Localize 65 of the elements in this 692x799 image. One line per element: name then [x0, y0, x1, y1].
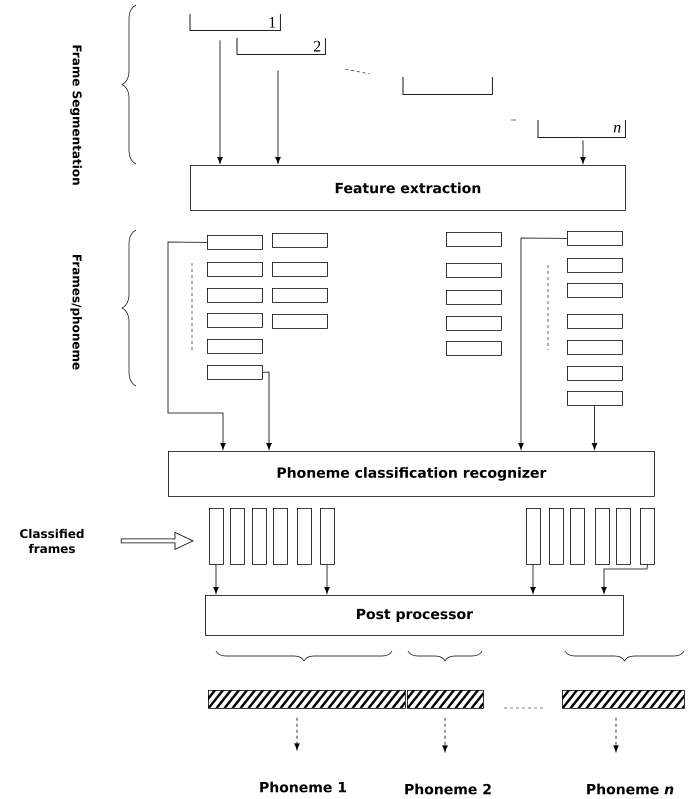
classified-frame-bar	[526, 508, 541, 565]
arrow	[580, 140, 586, 164]
classified-frame-bar	[640, 508, 655, 565]
frame-box	[446, 341, 502, 356]
classified-frame-bar	[320, 508, 335, 565]
frame-box	[567, 340, 623, 355]
arrow	[601, 564, 648, 594]
side-label: Frames/phoneme	[70, 254, 82, 370]
frame-box	[272, 233, 328, 248]
dashed-arrow	[442, 717, 448, 752]
dashed-arrow	[613, 717, 619, 752]
arrow	[518, 238, 568, 450]
phoneme-label: Phoneme n	[587, 784, 674, 794]
frame-box	[272, 314, 328, 329]
classified-frame-bar	[252, 508, 267, 565]
frame-box	[207, 313, 263, 328]
frame-box	[567, 314, 623, 329]
classified-frame-bar	[273, 508, 288, 565]
arrow	[324, 564, 330, 594]
process-box: Post processor	[205, 595, 624, 636]
classified-frame-bar	[297, 508, 312, 565]
frame-box	[207, 262, 263, 277]
phoneme-segment-bar	[407, 690, 484, 709]
dashed-arrow	[294, 717, 300, 750]
frame-box	[272, 288, 328, 303]
frame-box	[567, 391, 623, 406]
hollow-arrow	[120, 532, 194, 550]
phoneme-segment-bar	[562, 690, 685, 709]
classified-frame-bar	[570, 508, 585, 565]
frame-box	[207, 365, 263, 380]
phoneme-label: Phoneme 2	[405, 784, 491, 794]
arrow	[275, 70, 281, 164]
frame-box	[567, 258, 623, 273]
frame-box	[446, 316, 502, 331]
classified-frame-bar	[616, 508, 631, 565]
frame-box	[446, 263, 502, 278]
frame-box	[446, 232, 502, 247]
classified-frame-bar	[209, 508, 224, 565]
arrow	[168, 242, 226, 450]
frame-box	[207, 339, 263, 354]
arrow	[217, 40, 223, 164]
classified-frame-bar	[549, 508, 564, 565]
side-label: Frame Segmentation	[70, 45, 82, 185]
frame-bracket: n	[538, 120, 626, 138]
classified-frame-bar	[230, 508, 245, 565]
frame-box	[207, 235, 263, 250]
process-box: Phoneme classification recognizer	[168, 451, 655, 497]
frame-box	[207, 288, 263, 303]
frame-box	[567, 366, 623, 381]
arrow	[530, 564, 536, 594]
phoneme-segment-bar	[208, 690, 406, 709]
frame-bracket: 2	[236, 38, 326, 55]
frame-bracket: 1	[190, 14, 281, 31]
arrow	[262, 372, 272, 450]
arrow	[592, 405, 598, 450]
process-box: Feature extraction	[190, 165, 626, 211]
phoneme-label: Phoneme 1	[260, 782, 346, 792]
frame-box	[567, 283, 623, 298]
side-label: Classified frames	[20, 528, 84, 554]
frame-box	[567, 231, 623, 246]
arrow	[213, 564, 219, 594]
classified-frame-bar	[595, 508, 610, 565]
frame-box	[272, 262, 328, 277]
frame-box	[446, 290, 502, 305]
frame-bracket	[402, 76, 493, 95]
